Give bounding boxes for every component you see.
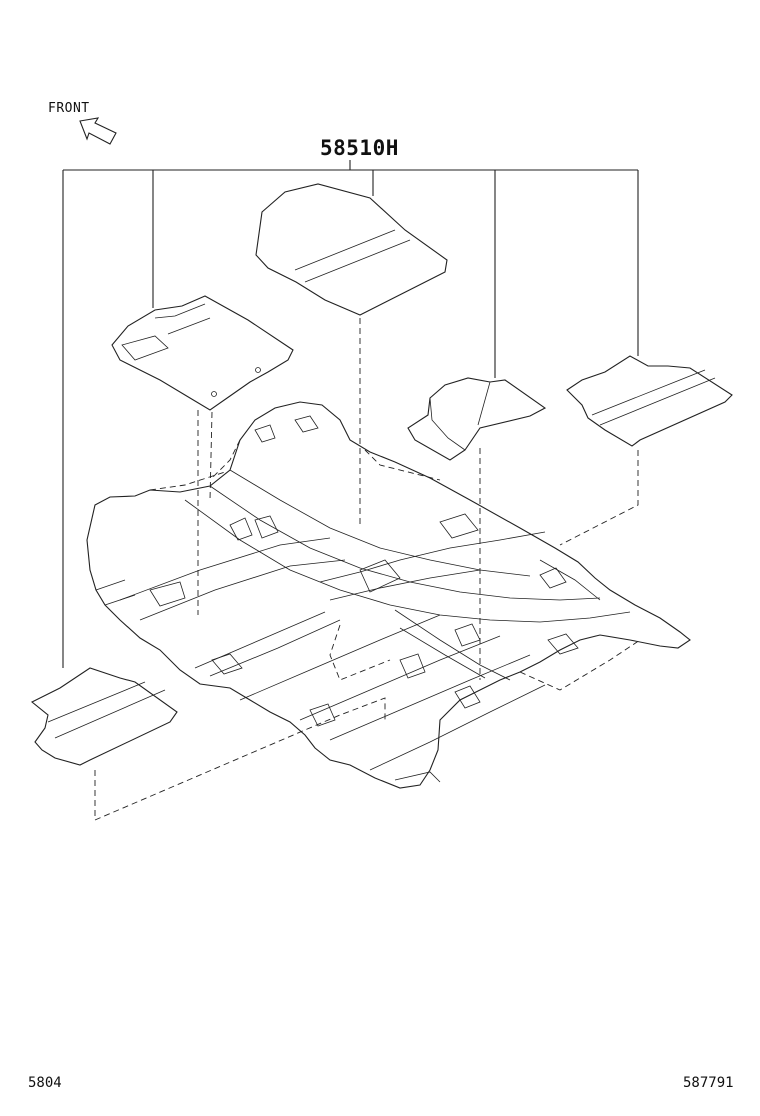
- carpet-part-upper-left: [111, 295, 294, 411]
- carpet-part-far-right: [566, 355, 733, 447]
- footer-left-code: 5804: [28, 1075, 62, 1091]
- carpet-part-middle-right: [407, 377, 547, 461]
- alignment-lines: [94, 318, 641, 821]
- front-arrow-icon: [79, 117, 117, 145]
- floor-carpet: [86, 401, 691, 789]
- leader-bracket: [62, 160, 639, 668]
- carpet-part-lower-left: [30, 667, 178, 766]
- part-number-label: 58510H: [320, 136, 399, 160]
- front-label: FRONT: [48, 101, 90, 116]
- footer-right-code: 587791: [683, 1075, 734, 1091]
- carpet-part-top-center: [255, 183, 448, 316]
